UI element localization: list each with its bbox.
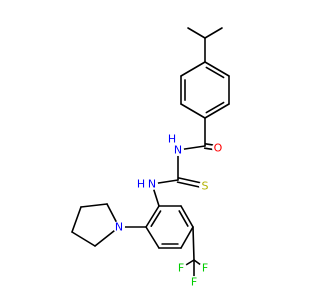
bond-p1-p2 bbox=[80, 203, 108, 208]
carbonyl-oxygen-label-backdrop bbox=[212, 142, 224, 154]
thione-sulfur-label: S bbox=[202, 180, 209, 193]
bond-b5-b6 bbox=[180, 205, 194, 228]
amide-nitrogen-label-backdrop bbox=[172, 144, 184, 156]
thiourea-hydrogen-label: H bbox=[137, 178, 145, 191]
bond-p3-p4 bbox=[71, 231, 96, 247]
bond-a4-a5 bbox=[180, 103, 206, 119]
fluorine-1-label-backdrop bbox=[199, 262, 211, 274]
bond-a6-a1 bbox=[180, 61, 206, 77]
bond-a1-a2 bbox=[204, 61, 230, 77]
bond-p2-p3 bbox=[71, 206, 82, 233]
amide-hydrogen-label: H bbox=[168, 133, 176, 146]
bond-a3-a4 bbox=[204, 103, 230, 119]
fluorine-2-label: F bbox=[178, 262, 184, 275]
bond-b5-b6-inner bbox=[178, 210, 189, 227]
bond-b5-cf3 bbox=[192, 226, 195, 261]
bond-b2-b3 bbox=[145, 226, 160, 249]
pyrrolidine-nitrogen-label: N bbox=[115, 221, 123, 234]
carbonyl-oxygen-label: O bbox=[214, 142, 223, 155]
fluorine-3-label-backdrop bbox=[188, 276, 200, 288]
thione-sulfur-label-backdrop bbox=[199, 180, 211, 192]
bond-a1-a2-inner bbox=[205, 66, 225, 79]
thiourea-nitrogen-label-backdrop bbox=[146, 178, 158, 190]
bond-layer bbox=[71, 27, 230, 283]
fluorine-1-label: F bbox=[202, 262, 208, 275]
bond-ipC-me2 bbox=[204, 27, 223, 39]
bond-b1-b2 bbox=[145, 205, 160, 228]
thiourea-hydrogen-label-backdrop bbox=[135, 178, 147, 190]
thiourea-nitrogen-label: N bbox=[148, 178, 156, 191]
fluorine-2-label-backdrop bbox=[175, 262, 187, 274]
bond-b4-b5 bbox=[180, 226, 194, 249]
fluorine-3-label: F bbox=[191, 276, 197, 289]
bond-ipC-me1 bbox=[187, 27, 206, 39]
amide-nitrogen-label: N bbox=[174, 144, 182, 157]
pyrrolidine-nitrogen-label-backdrop bbox=[113, 221, 125, 233]
amide-hydrogen-label-backdrop bbox=[166, 133, 178, 145]
bond-a3-a4-inner bbox=[205, 101, 225, 114]
bond-b1-b2-inner bbox=[150, 210, 162, 227]
